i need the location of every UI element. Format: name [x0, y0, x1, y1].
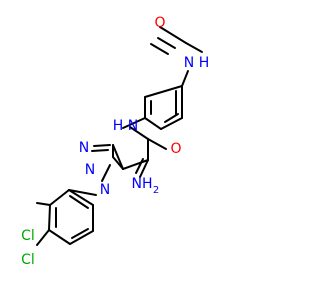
- triazole-n3-label: N: [79, 140, 89, 156]
- chloro-2-label: Cl: [21, 252, 35, 268]
- bond: [122, 117, 146, 129]
- bond: [48, 229, 71, 245]
- amide-nh-top-h-label: H: [199, 55, 210, 71]
- bond: [135, 158, 144, 174]
- amino-nh2-n-label: NH: [132, 176, 153, 192]
- bond: [101, 164, 111, 182]
- bond: [139, 159, 149, 178]
- chloro-1-label: Cl: [21, 228, 35, 244]
- bond: [159, 26, 187, 44]
- bond: [69, 195, 89, 209]
- bond: [91, 149, 109, 152]
- bond: [36, 202, 51, 206]
- triazole-n2-label: N: [85, 162, 95, 178]
- bond: [68, 189, 97, 196]
- bond: [157, 37, 176, 49]
- bond: [144, 85, 183, 98]
- bond: [160, 117, 183, 130]
- atom-labels: O N H H N O N N N NH 2 Cl Cl: [21, 15, 209, 268]
- amide-nh-top-n-label: N: [184, 55, 194, 71]
- bonds: [36, 26, 203, 246]
- bond: [49, 189, 70, 206]
- bond: [93, 144, 111, 147]
- bond: [147, 138, 167, 150]
- bond: [150, 43, 169, 55]
- bond: [36, 229, 50, 246]
- bond: [181, 70, 189, 87]
- triazole-n1-label: N: [100, 182, 110, 198]
- bond: [122, 159, 149, 170]
- chemical-structure: O N H H N O N N N NH 2 Cl Cl: [0, 0, 300, 300]
- bond: [144, 117, 162, 130]
- bond: [185, 42, 203, 53]
- amide-nh-mid-n-label: N: [128, 118, 138, 134]
- bond: [71, 228, 89, 239]
- bond: [48, 204, 51, 231]
- bond: [129, 126, 149, 140]
- amide-nh-mid-h-label: H: [113, 118, 124, 134]
- bond: [112, 156, 124, 170]
- bond: [68, 189, 94, 206]
- carbonyl-oxygen-label: O: [170, 141, 181, 157]
- bond: [112, 144, 124, 170]
- background: [0, 0, 300, 300]
- bond: [69, 230, 94, 245]
- amino-nh2-subscript: 2: [153, 185, 159, 196]
- bond: [164, 113, 179, 123]
- acetyl-oxygen-label: O: [154, 15, 165, 31]
